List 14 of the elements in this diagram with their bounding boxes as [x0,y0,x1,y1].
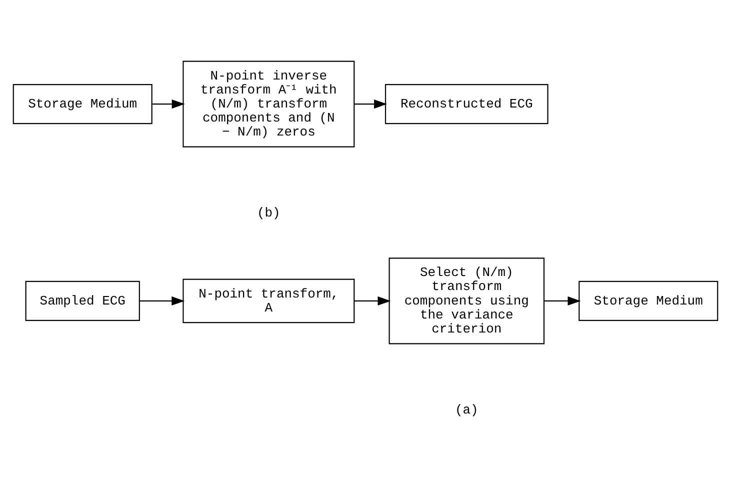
node-box: Sampled ECG [24,280,140,320]
arrow [544,296,580,305]
node-box: N-point inverse transform A⁻¹ with (N/m) transform components and (N − N/m) zeros [182,60,354,147]
label: (b) [256,205,280,220]
arrow [139,296,184,305]
node-box: N-point transform, A [182,278,354,323]
node-box: Storage Medium [12,84,152,124]
node-box: Select (N/m) transform components using the variance criterion [388,257,544,344]
node-box: Storage Medium [578,280,718,320]
arrow [354,99,387,108]
arrow [354,296,390,305]
node-box: Reconstructed ECG [384,84,548,124]
label: (a) [454,402,478,418]
arrow [152,99,184,108]
